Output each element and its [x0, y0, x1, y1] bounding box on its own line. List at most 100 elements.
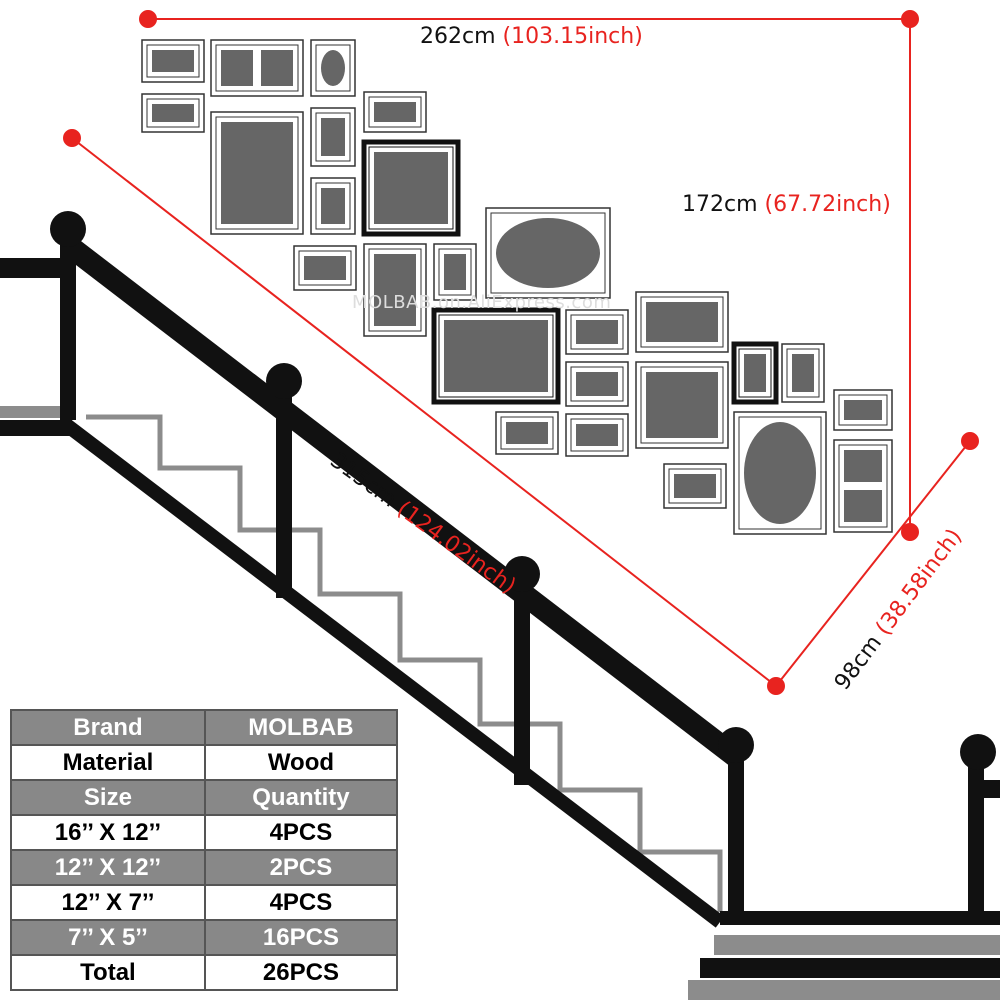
frame-mat: [490, 212, 606, 294]
table-cell: 4PCS: [203, 884, 399, 921]
frame-mat: [570, 418, 624, 452]
measure-endpoint: [961, 432, 979, 450]
frame-mat: [315, 112, 351, 162]
frame-mat: [315, 44, 351, 92]
post-cap: [718, 727, 754, 763]
table-cell: 12’’ X 7’’: [10, 884, 206, 921]
photo: [506, 422, 548, 444]
photo: [152, 104, 194, 122]
photo: [152, 50, 194, 72]
watermark-text: MOLBAB.on.AliExpress.com: [352, 292, 612, 313]
railing-post: [728, 745, 744, 920]
photo: [744, 354, 766, 392]
frame-mat: [368, 248, 422, 332]
dimension-metric: 172cm: [682, 192, 758, 217]
photo: [844, 490, 882, 522]
photo-oval: [321, 50, 345, 86]
measure-endpoint: [63, 129, 81, 147]
photo: [844, 450, 882, 482]
frame-mat: [838, 394, 888, 426]
railing-post: [60, 230, 76, 420]
table-cell: 26PCS: [203, 954, 399, 991]
table-cell: Size: [10, 779, 206, 816]
table-cell: 2PCS: [203, 849, 399, 886]
photo: [646, 372, 718, 438]
dimension-right-label: 172cm (67.72inch): [682, 192, 891, 217]
photo: [221, 122, 293, 224]
measure-diagonal-line: [71, 137, 777, 687]
table-cell: 12’’ X 12’’: [10, 849, 206, 886]
table-cell: Wood: [203, 744, 399, 781]
photo: [844, 400, 882, 420]
frame-mat: [215, 116, 299, 230]
railing-post: [276, 378, 292, 598]
measure-endpoint: [767, 677, 785, 695]
post-cap: [266, 363, 302, 399]
table-cell: 7’’ X 5’’: [10, 919, 206, 956]
photo-frames: [141, 39, 893, 535]
photo: [374, 102, 416, 122]
photo-frame: [731, 341, 779, 405]
photo-oval: [496, 218, 600, 288]
frame-mat: [738, 416, 822, 530]
frame-mat: [368, 146, 454, 230]
table-row: 12’’ X 12’’2PCS: [10, 849, 399, 886]
post-cap: [960, 734, 996, 770]
photo: [304, 256, 346, 280]
table-cell: 4PCS: [203, 814, 399, 851]
photo: [444, 254, 466, 290]
post-cap: [504, 556, 540, 592]
table-row: 7’’ X 5’’16PCS: [10, 919, 399, 956]
bottom-step: [688, 980, 1000, 1000]
bottom-step: [700, 958, 1000, 978]
table-row: 16’’ X 12’’4PCS: [10, 814, 399, 851]
photo: [674, 474, 716, 498]
measure-endpoint: [901, 10, 919, 28]
frame-mat: [146, 44, 200, 78]
dimension-top-label: 262cm (103.15inch): [420, 24, 643, 49]
table-cell: 16’’ X 12’’: [10, 814, 206, 851]
dimension-imperial: (67.72inch): [764, 192, 891, 217]
measure-short-line: [775, 440, 971, 687]
table-cell: Total: [10, 954, 206, 991]
frame-mat: [838, 444, 888, 528]
stair-steps-outline: [86, 414, 723, 912]
photo: [221, 50, 253, 86]
stair-handrail: [61, 236, 747, 769]
table-cell: MOLBAB: [203, 709, 399, 746]
frame-mat: [640, 366, 724, 444]
photo: [374, 152, 448, 224]
post-cap: [50, 211, 86, 247]
frame-mat: [570, 314, 624, 350]
frame-mat: [215, 44, 299, 92]
frame-mat: [146, 98, 200, 128]
dimension-metric: 262cm: [420, 24, 496, 49]
railing-post: [514, 570, 530, 785]
bottom-step: [714, 935, 1000, 955]
frame-mat: [640, 296, 724, 348]
photo: [576, 320, 618, 344]
photo: [646, 302, 718, 342]
frame-mat: [738, 348, 772, 398]
frame-mat: [668, 468, 722, 504]
frame-mat: [298, 250, 352, 286]
frame-mat: [500, 416, 554, 450]
photo: [792, 354, 814, 392]
frame-mat: [786, 348, 820, 398]
frame-mat: [368, 96, 422, 128]
photo: [261, 50, 293, 86]
measure-endpoint: [139, 10, 157, 28]
photo: [374, 254, 416, 326]
photo: [321, 118, 345, 156]
photo: [321, 188, 345, 224]
frame-mat: [570, 366, 624, 402]
table-cell: Brand: [10, 709, 206, 746]
table-row: 12’’ X 7’’4PCS: [10, 884, 399, 921]
table-cell: 16PCS: [203, 919, 399, 956]
photo-oval: [744, 422, 816, 524]
frame-mat: [438, 314, 554, 398]
